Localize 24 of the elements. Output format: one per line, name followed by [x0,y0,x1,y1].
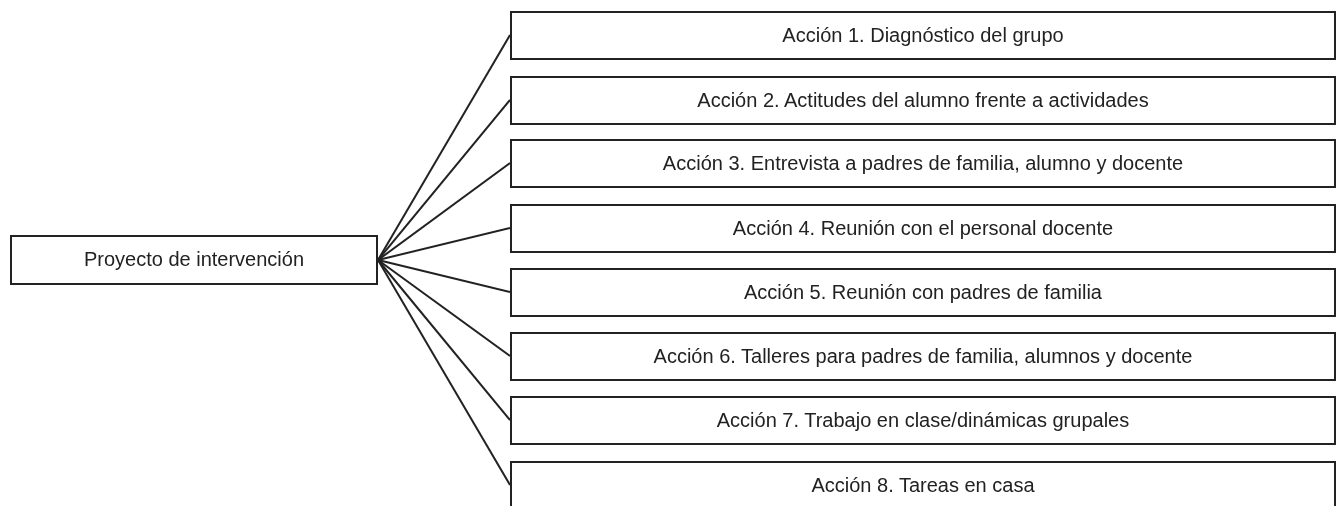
box-label: Acción 2. Actitudes del alumno frente a actividades [697,88,1149,112]
action-box [510,11,1336,60]
action-box [510,139,1336,188]
root-box [10,235,378,285]
action-box [510,204,1336,253]
connector-line [377,162,511,261]
box-label: Acción 3. Entrevista a padres de familia, alumno y docente [662,151,1184,175]
action-box [510,396,1336,445]
box-label: Acción 1. Diagnóstico del grupo [782,23,1064,47]
connector-line [377,259,511,357]
box-label: Acción 8. Tareas en casa [811,473,1035,497]
action-box [510,461,1336,506]
action-box [510,332,1336,381]
action-box [510,268,1336,317]
connector-line [377,99,511,261]
action-box [510,76,1336,125]
connector-line [377,259,511,421]
box-label: Proyecto de intervención [83,247,305,271]
box-label: Acción 5. Reunión con padres de familia [744,280,1102,304]
box-label: Acción 6. Talleres para padres de familia, alumnos y docente [653,344,1193,368]
box-label: Acción 7. Trabajo en clase/dinámicas grupales [716,408,1130,432]
connector-line [377,227,511,261]
box-label: Acción 4. Reunión con el personal docente [732,216,1114,240]
connector-line [377,259,511,293]
